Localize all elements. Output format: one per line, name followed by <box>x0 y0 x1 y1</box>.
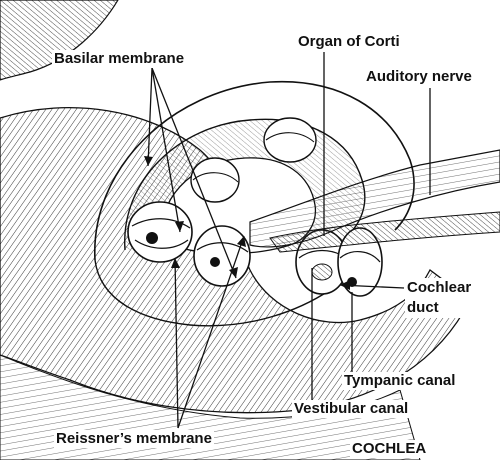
nerve-lower-bundle <box>269 211 500 253</box>
label-organ-of-corti: Organ of Corti <box>296 33 402 51</box>
canal-section-upper-2 <box>190 157 240 203</box>
canal-section-1 <box>127 201 193 263</box>
label-cochlear-duct: Cochlear duct <box>405 278 474 318</box>
canal-section-upper <box>263 117 317 163</box>
label-cochlear-duct-line1: Cochlear <box>407 279 472 296</box>
spiral-outer-lower <box>94 259 331 327</box>
label-cochlear-duct-line2: duct <box>407 299 439 316</box>
label-basilar-membrane: Basilar membrane <box>52 50 187 68</box>
label-vestibular-canal: Vestibular canal <box>292 400 411 418</box>
canal-section-2 <box>193 225 251 287</box>
label-tympanic-canal: Tympanic canal <box>342 372 458 390</box>
arrow-heads <box>144 156 350 290</box>
leader-lines <box>147 52 431 429</box>
label-auditory-nerve: Auditory nerve <box>364 68 474 86</box>
upper-tissue <box>0 0 119 81</box>
diagram-title: COCHLEA <box>350 440 429 458</box>
label-reissners-membrane: Reissner’s membrane <box>54 430 214 448</box>
